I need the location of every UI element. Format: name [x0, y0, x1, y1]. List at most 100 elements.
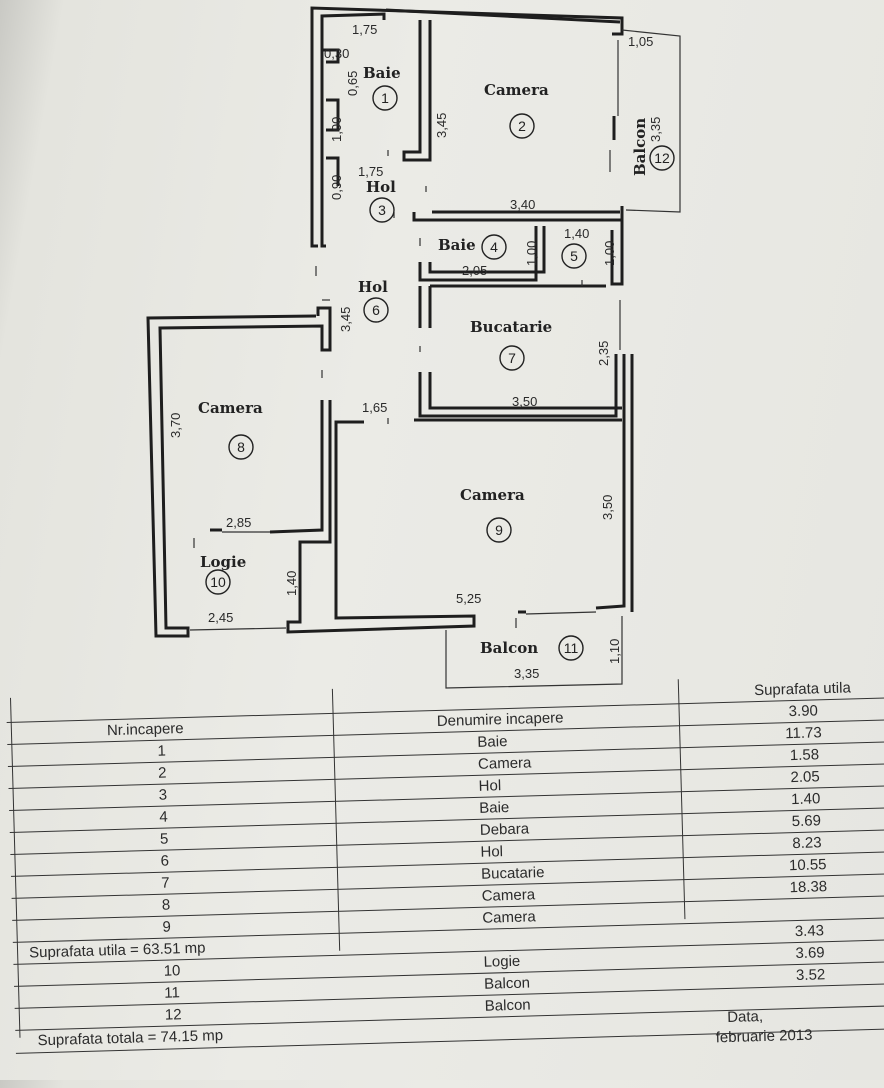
- dimension-label: 3,50: [600, 495, 615, 520]
- cell-name: Debara: [479, 820, 530, 839]
- dimension-label: 1,75: [352, 22, 377, 37]
- dimension-label: 2,05: [462, 263, 487, 278]
- header-nr: Nr.incapere: [106, 720, 184, 740]
- cell-nr: 7: [160, 874, 170, 892]
- cell-area: 18.38: [789, 878, 828, 897]
- dimension-label: 3,45: [338, 307, 353, 332]
- dimension-label: 0,65: [345, 71, 360, 96]
- room-number-circle: [205, 569, 231, 595]
- cell-area: 3.52: [795, 966, 826, 985]
- room-label-1: Baie: [363, 64, 401, 82]
- cell-nr: 10: [163, 962, 181, 980]
- room-number-9: 9: [495, 522, 503, 538]
- cell-area: 11.73: [785, 724, 822, 743]
- room-number-1: 1: [381, 90, 389, 106]
- cell-nr: 3: [158, 786, 168, 804]
- room-number-circle: [481, 234, 507, 260]
- room-number-circle: [486, 517, 512, 543]
- room-number-circle: [499, 345, 525, 371]
- cell-name: Hol: [478, 777, 502, 795]
- cell-name: Balcon: [484, 996, 531, 1015]
- dimension-label: 1,00: [329, 117, 344, 142]
- room-number-12: 12: [654, 150, 670, 166]
- room-label-3: Hol: [366, 178, 396, 196]
- cell-area: 3.69: [795, 944, 825, 963]
- date-value: februarie 2013: [715, 1026, 813, 1047]
- area-table: Nr.incapere Denumire incapere Suprafata …: [6, 673, 884, 1088]
- room-number-circle: [372, 85, 398, 111]
- cell-name: Camera: [477, 754, 532, 773]
- room-label-11: Balcon: [480, 639, 538, 657]
- room-number-4: 4: [490, 239, 498, 255]
- dimension-label: 3,70: [168, 413, 183, 438]
- dimension-label: 0,30: [324, 46, 349, 61]
- dimension-label: 3,40: [510, 197, 535, 212]
- cell-name: Hol: [480, 843, 504, 861]
- dimension-label: 2,85: [226, 515, 251, 530]
- header-name: Denumire incapere: [436, 709, 564, 730]
- room-number-circle: [369, 197, 395, 223]
- cell-nr: 9: [162, 918, 172, 936]
- room-number-circle: [509, 113, 535, 139]
- room-label-4: Baie: [438, 236, 476, 254]
- cell-nr: 1: [157, 742, 167, 760]
- cell-nr: 11: [164, 984, 181, 1002]
- room-label-2: Camera: [484, 81, 549, 99]
- dimension-label: 1,40: [564, 226, 589, 241]
- room-number-circle: [561, 243, 587, 269]
- room-numbers: 1 2 3 4 5 6 7 8 9 10 11 12: [205, 85, 675, 661]
- cell-nr: 4: [159, 808, 168, 826]
- cell-name: Baie: [479, 798, 510, 817]
- room-number-2: 2: [518, 118, 526, 134]
- room-number-7: 7: [508, 350, 516, 366]
- room-labels: Baie Camera Hol Baie Hol Bucatarie Camer…: [198, 64, 649, 657]
- dimension-label: 3,45: [434, 113, 449, 138]
- cell-nr: 2: [157, 764, 167, 782]
- dimension-label: 3,35: [648, 117, 663, 142]
- date-label: Data,: [726, 1007, 764, 1026]
- cell-area: 1.40: [790, 790, 821, 809]
- cell-name: Logie: [483, 952, 521, 971]
- room-label-6: Hol: [358, 278, 388, 296]
- cell-area: 3.43: [794, 922, 825, 941]
- dimension-label: 1,05: [628, 34, 653, 49]
- room-label-7: Bucatarie: [470, 318, 552, 336]
- room-number-circle: [228, 434, 254, 460]
- cell-area: 10.55: [788, 856, 827, 875]
- dimension-label: 2,35: [596, 341, 611, 366]
- room-number-3: 3: [378, 202, 386, 218]
- room-label-8: Camera: [198, 399, 263, 417]
- cell-area: 1.58: [789, 746, 820, 765]
- cell-name: Camera: [481, 886, 536, 905]
- floor-plan: Baie Camera Hol Baie Hol Bucatarie Camer…: [146, 6, 681, 689]
- dimension-label: 2,45: [208, 610, 233, 625]
- room-number-circle: [649, 145, 675, 171]
- room-number-circle: [363, 297, 389, 323]
- dimension-label: 3,35: [514, 666, 539, 681]
- dimension-label: 1,00: [524, 241, 539, 266]
- subtotal-text: Suprafata utila = 63.51 mp: [28, 939, 206, 962]
- cell-nr: 5: [159, 830, 169, 848]
- cell-name: Balcon: [483, 974, 531, 993]
- cell-area: 8.23: [792, 834, 822, 853]
- cell-name: Camera: [482, 908, 536, 927]
- room-label-9: Camera: [460, 486, 525, 504]
- cell-area: 3.90: [788, 702, 819, 721]
- room-number-6: 6: [372, 302, 380, 318]
- dimension-label: 3,50: [512, 394, 537, 409]
- room-number-8: 8: [237, 439, 245, 455]
- header-area: Suprafata utila: [753, 679, 852, 700]
- cell-name: Bucatarie: [480, 864, 545, 883]
- dimension-label: 1,75: [358, 164, 383, 179]
- dimension-label: 1,65: [362, 400, 387, 415]
- room-number-11: 11: [564, 640, 579, 656]
- dimension-label: 1,40: [284, 571, 299, 596]
- cell-nr: 12: [164, 1006, 182, 1024]
- cell-nr: 8: [161, 896, 171, 914]
- room-number-circle: [558, 635, 584, 661]
- room-label-12: Balcon: [631, 118, 649, 176]
- room-number-10: 10: [210, 574, 226, 590]
- dimension-label: 0,90: [329, 175, 344, 200]
- room-number-5: 5: [570, 248, 578, 264]
- total-text: Suprafata totala = 74.15 mp: [37, 1027, 224, 1050]
